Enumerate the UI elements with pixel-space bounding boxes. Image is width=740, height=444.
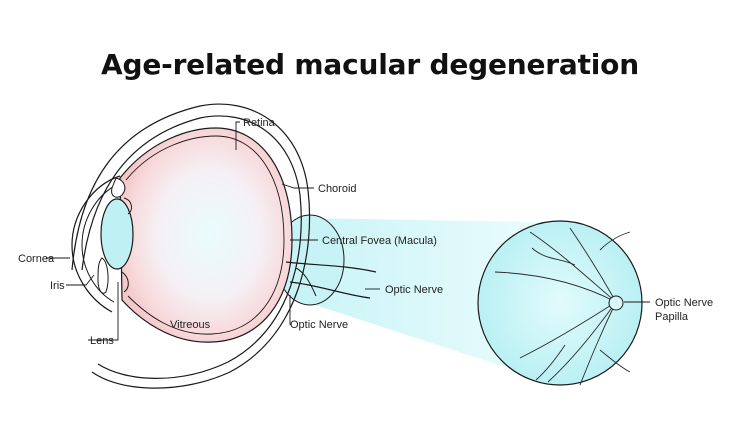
lens (100, 198, 134, 270)
choroid-layer (125, 135, 285, 335)
label-retina: Retina (243, 117, 276, 129)
page-title: Age-related macular degeneration (101, 48, 639, 81)
eyeball (119, 127, 293, 343)
label-choroid: Choroid (318, 183, 357, 195)
iris-lower (97, 257, 109, 294)
optic-nerve-stalk (285, 261, 377, 299)
retinal-vessels (494, 227, 631, 386)
label-papilla-line2: Papilla (655, 311, 689, 323)
sclera-outer (71, 103, 311, 389)
leader-lines (46, 121, 650, 341)
sclera-middle (81, 115, 302, 379)
label-papilla-line1: Optic Nerve (655, 297, 713, 309)
label-cornea: Cornea (18, 253, 55, 265)
label-lens: Lens (90, 335, 114, 347)
label-iris: Iris (50, 280, 65, 292)
label-optic-nerve-right: Optic Nerve (385, 284, 443, 296)
optic-nerve-sheath (295, 267, 317, 297)
iris-upper (111, 177, 126, 198)
label-vitreous: Vitreous (170, 319, 211, 331)
fundus-view (477, 220, 643, 386)
label-optic-nerve-bottom: Optic Nerve (290, 319, 348, 331)
cornea (71, 175, 121, 313)
label-central-fovea: Central Fovea (Macula) (322, 235, 437, 247)
ciliary-upper (123, 197, 132, 215)
optic-disc (608, 295, 624, 311)
ciliary-lower (121, 271, 129, 293)
